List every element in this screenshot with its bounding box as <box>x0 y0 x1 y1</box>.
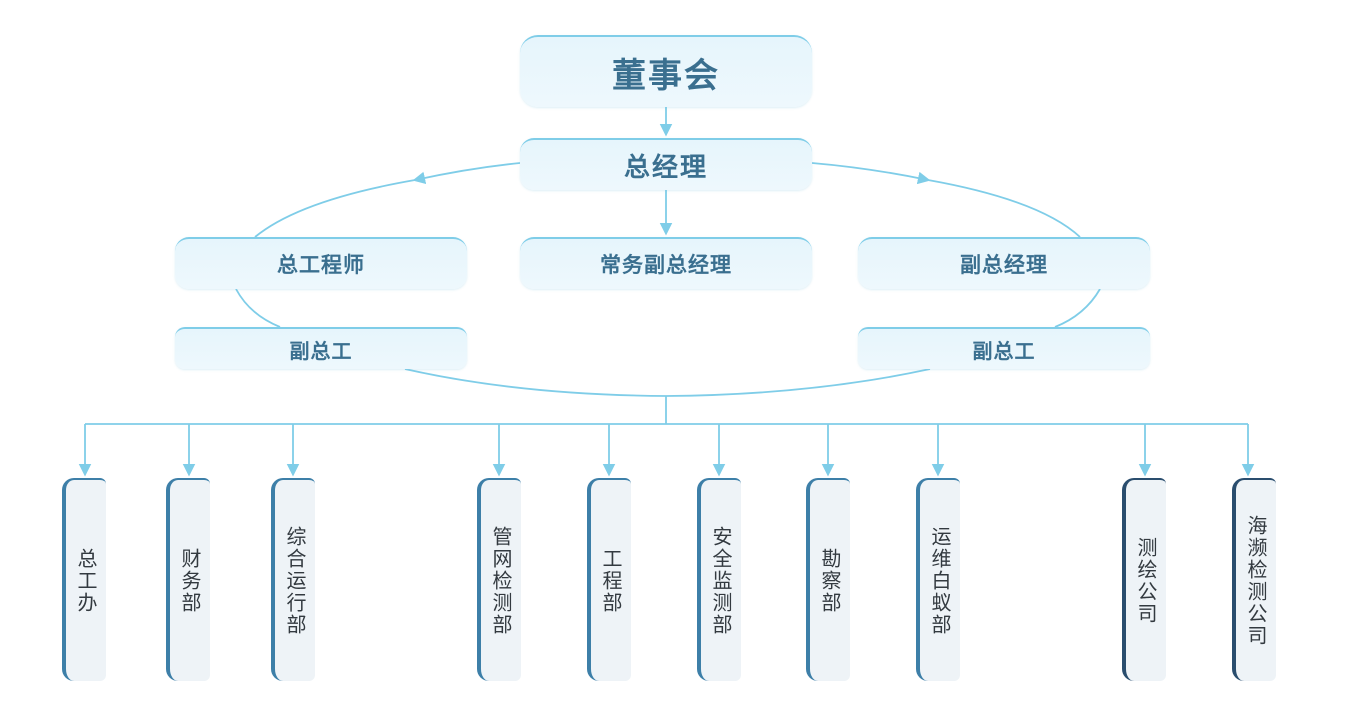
vice-gm-label: 副总经理 <box>960 253 1048 277</box>
deputy-chief-engineer-left-label: 副总工 <box>289 338 353 363</box>
department-label-2: 综合运行部 <box>283 525 307 636</box>
department-label-4: 工程部 <box>599 547 623 614</box>
department-label-5: 安全监测部 <box>709 525 733 636</box>
company-label-8: 测绘公司 <box>1134 536 1158 625</box>
curve-right-lower <box>1054 288 1101 328</box>
curve-deputy-left-to-center <box>404 368 667 397</box>
board-of-directors-node: 董事会 <box>520 35 812 107</box>
deputy-chief-engineer-right-label: 副总工 <box>972 338 1036 363</box>
curve-left-lower <box>235 288 281 328</box>
department-label-6: 勘察部 <box>818 547 842 614</box>
vice-gm-node: 副总经理 <box>858 237 1150 289</box>
company-card-9: 海濒检测公司 <box>1232 478 1276 681</box>
executive-vice-gm-node: 常务副总经理 <box>520 237 812 289</box>
board-of-directors-label: 董事会 <box>612 55 720 96</box>
department-card-2: 综合运行部 <box>271 478 315 681</box>
department-label-1: 财务部 <box>178 547 202 614</box>
general-manager-node: 总经理 <box>520 138 812 190</box>
curve-left-upper <box>254 179 416 238</box>
deputy-chief-engineer-right-node: 副总工 <box>858 327 1150 369</box>
curve-deputy-right-to-center <box>665 368 931 397</box>
department-card-1: 财务部 <box>166 478 210 681</box>
deputy-chief-engineer-left-node: 副总工 <box>175 327 467 369</box>
department-label-3: 管网检测部 <box>489 525 513 636</box>
general-manager-label: 总经理 <box>623 152 708 183</box>
company-card-8: 测绘公司 <box>1122 478 1166 681</box>
department-label-7: 运维白蚁部 <box>928 525 952 636</box>
department-card-0: 总工办 <box>62 478 106 681</box>
company-label-9: 海濒检测公司 <box>1244 514 1268 647</box>
arrow-gm-to-chief-engineer <box>412 162 521 185</box>
arrow-gm-to-vp <box>811 162 931 185</box>
department-card-5: 安全监测部 <box>697 478 741 681</box>
chief-engineer-label: 总工程师 <box>277 253 365 277</box>
department-card-3: 管网检测部 <box>477 478 521 681</box>
executive-vice-gm-label: 常务副总经理 <box>600 253 732 277</box>
department-card-6: 勘察部 <box>806 478 850 681</box>
chief-engineer-node: 总工程师 <box>175 237 467 289</box>
department-label-0: 总工办 <box>74 547 98 614</box>
department-card-4: 工程部 <box>587 478 631 681</box>
department-card-7: 运维白蚁部 <box>916 478 960 681</box>
curve-right-upper <box>927 179 1081 238</box>
